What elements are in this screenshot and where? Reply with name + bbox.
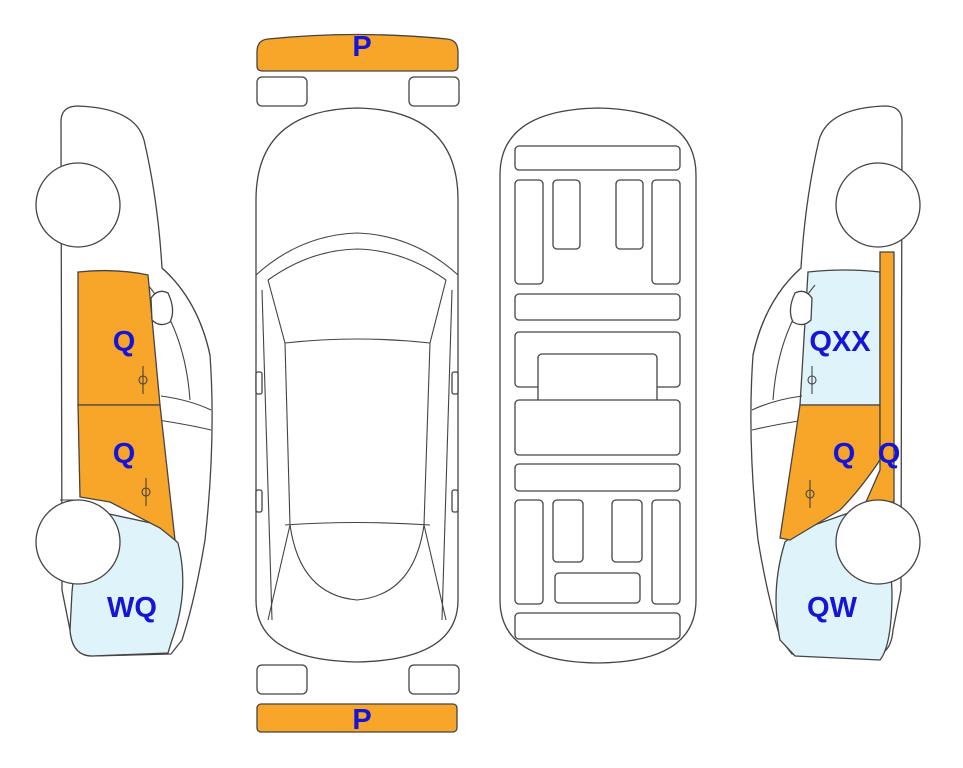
car-underbody-view (499, 107, 697, 664)
rear-right-light (408, 664, 460, 695)
rear-left-light (256, 664, 308, 695)
left-front-door-label: Q (113, 326, 136, 358)
right-front-door-label: QXX (809, 326, 871, 358)
rear-bumper-label: P (352, 704, 371, 736)
right-rear-door-label: Q (833, 438, 856, 470)
car-top-view (255, 107, 459, 663)
car-right-side-view (750, 105, 921, 661)
left-front-wheel (35, 162, 121, 248)
right-rear-quarter-label: QW (807, 592, 858, 624)
right-rear-wheel (835, 499, 921, 585)
front-bumper-panel[interactable] (256, 33, 459, 72)
rear-bumper-panel[interactable] (256, 703, 458, 733)
right-front-wheel (835, 162, 921, 248)
front-left-light (256, 76, 308, 107)
left-rear-door-panel[interactable] (77, 404, 176, 542)
front-right-light (408, 76, 460, 107)
left-front-door-panel[interactable] (77, 269, 161, 406)
right-pillar-label: Q (878, 438, 901, 470)
front-bumper-label: P (352, 31, 371, 63)
left-rear-wheel (35, 499, 121, 585)
left-rear-door-label: Q (113, 438, 136, 470)
left-rear-quarter-label: WQ (107, 592, 157, 624)
car-left-side-view (35, 105, 213, 657)
